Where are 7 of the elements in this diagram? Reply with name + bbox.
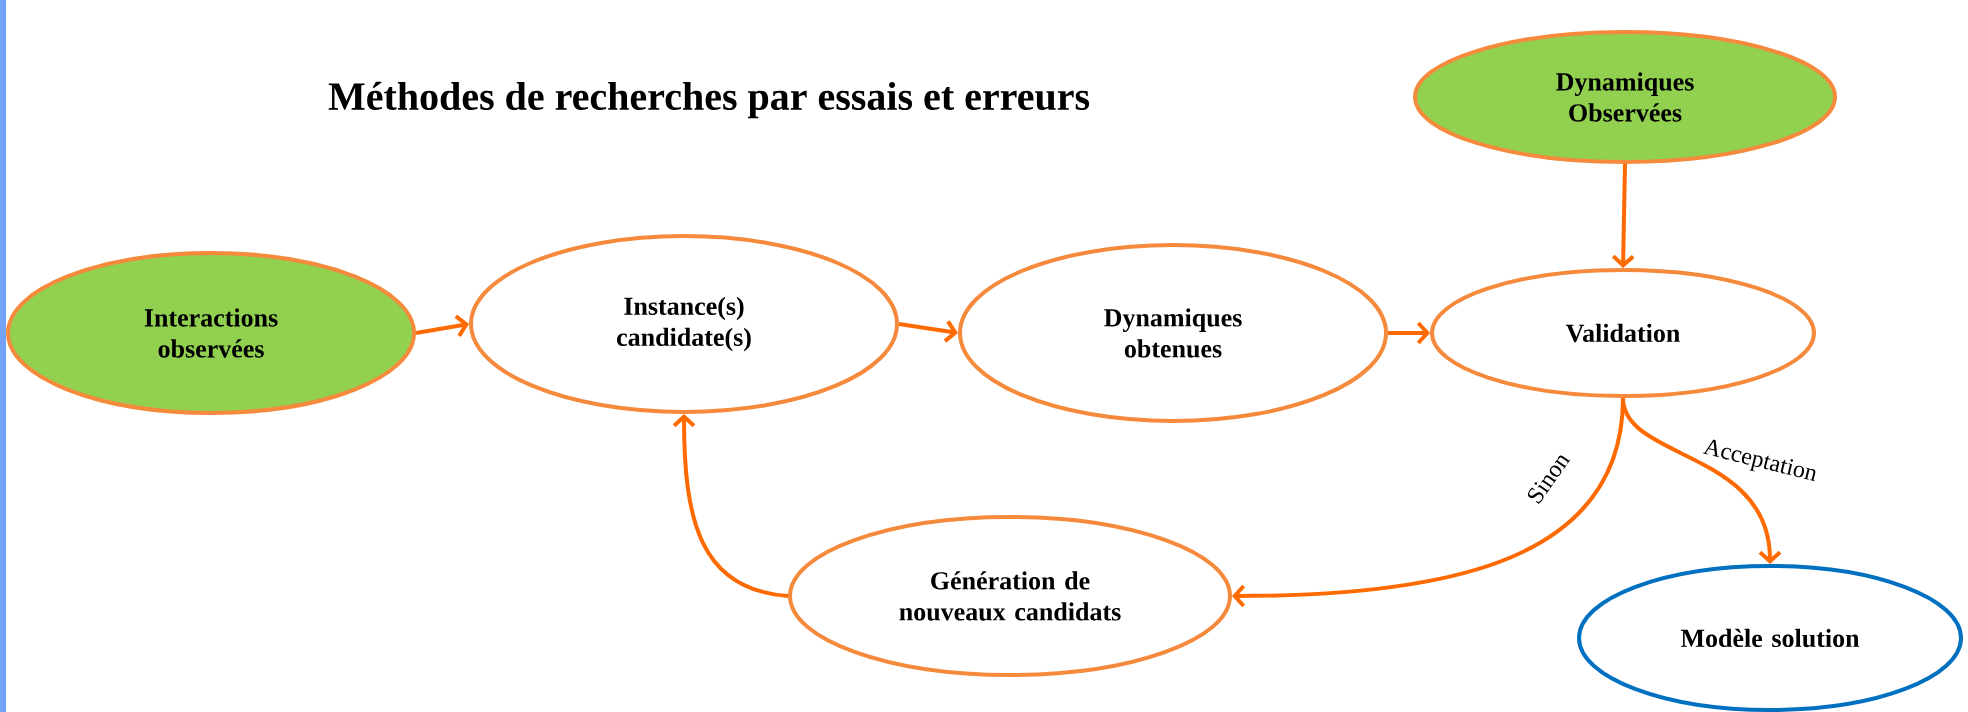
- arrow: [1611, 163, 1635, 268]
- arrow: [898, 320, 958, 343]
- title: Méthodes de recherches par essais et erreurs: [328, 81, 1090, 119]
- arrow: [1388, 321, 1430, 345]
- arrow: [415, 314, 469, 337]
- arrow: [672, 414, 789, 598]
- arrow: [1621, 397, 1782, 564]
